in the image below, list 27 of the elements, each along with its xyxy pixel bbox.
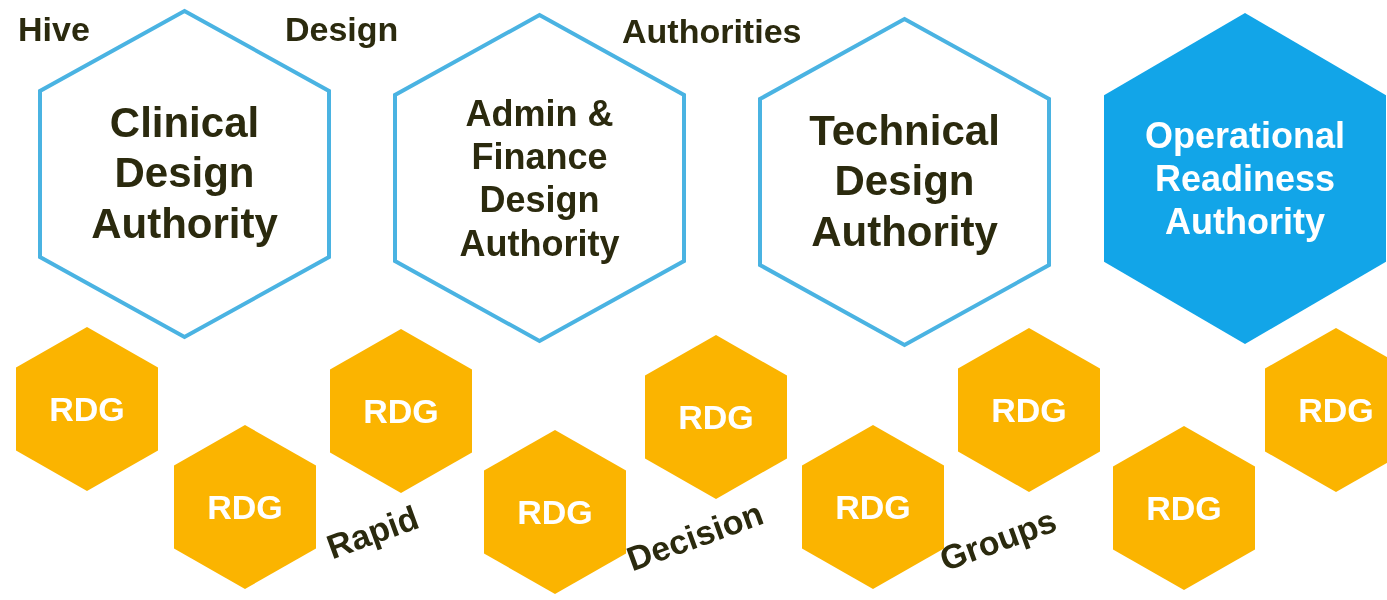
node-label: RDG [362, 390, 440, 432]
node-label: Technical Design Authority [808, 106, 1001, 258]
node-label: Admin & Finance Design Authority [458, 91, 621, 265]
node-label: RDG [48, 388, 126, 430]
hexagon [483, 429, 627, 595]
hexagon [1112, 425, 1256, 591]
node-label: RDG [516, 491, 594, 533]
caption-text: Design [285, 10, 399, 49]
node-label: RDG [1297, 389, 1375, 431]
node-label: RDG [206, 486, 284, 528]
node-label: RDG [834, 486, 912, 528]
node-label: RDG [677, 396, 755, 438]
node-label: RDG [990, 389, 1068, 431]
caption-text: Authorities [622, 12, 802, 51]
hexagon [173, 424, 317, 590]
hexagon [957, 327, 1101, 493]
node-label: RDG [1145, 487, 1223, 529]
caption-text: Rapid [321, 498, 424, 567]
caption-text: Groups [934, 501, 1062, 579]
node-label: Clinical Design Authority [90, 98, 279, 250]
hexagon [1264, 327, 1387, 493]
hexagon [644, 334, 788, 500]
caption-text: Hive [18, 10, 90, 49]
node-label: Operational Readiness Authority [1143, 113, 1346, 244]
hexagon [329, 328, 473, 494]
hexagon [15, 326, 159, 492]
hexagon [1103, 12, 1387, 345]
